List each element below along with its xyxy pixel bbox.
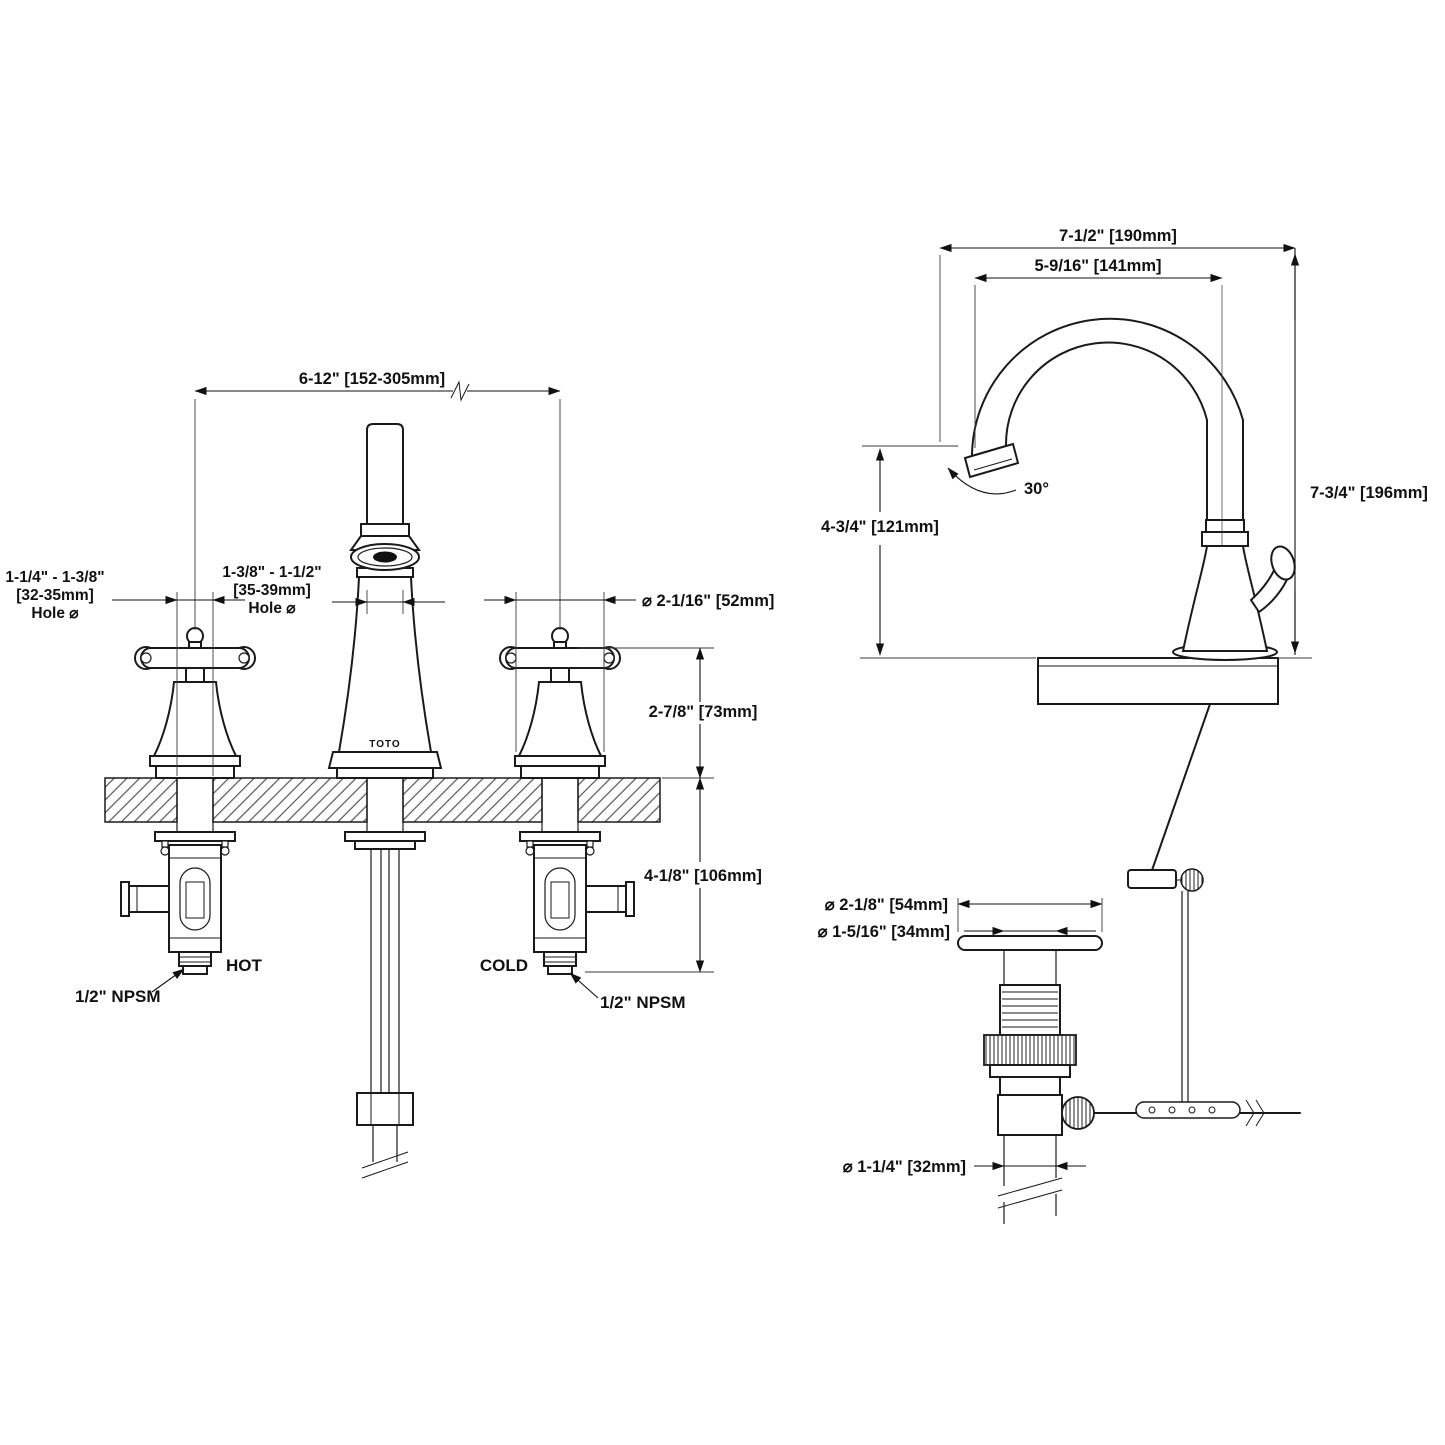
dim-angle-text: 30° [1024,480,1049,498]
hole-center-line3: Hole ⌀ [248,600,296,617]
counter-slab [1037,657,1279,705]
hot-handle-bell [152,681,238,757]
front-view: TOTO [5,370,774,1179]
lift-rod-linkage [1093,703,1301,1127]
drain-washer [989,1064,1071,1078]
dim-opening: ⌀ 1-5/16" [34mm] [818,923,1096,941]
adjustment-screw [1180,868,1204,892]
dim-reach-total: 7-1/2" [190mm] [939,227,1296,442]
dim-height-spout-text: 4-3/4" [121mm] [821,518,939,536]
drain-locknut [983,1034,1077,1066]
hot-valve [120,778,236,975]
countertop-section [104,777,661,823]
dim-above-deck-text: 2-7/8" [73mm] [649,703,758,721]
faucet-side [963,317,1296,661]
cold-valve [519,778,635,975]
cold-handle-bell [517,681,603,757]
spring-clip [1245,1099,1255,1127]
hole-center-line2: [35-39mm] [233,582,311,599]
brand-mark: TOTO [369,739,400,750]
dim-reach-total-text: 7-1/2" [190mm] [1059,227,1177,245]
dim-angle: 30° [947,467,1049,498]
dim-spread-text: 6-12" [152-305mm] [299,370,445,388]
npsm-right-label: 1/2" NPSM [600,993,686,1012]
clevis [1127,869,1177,889]
side-handle-knob [1270,545,1296,581]
dim-height-spout: 4-3/4" [121mm] [821,445,1036,659]
cold-inlet-port [585,885,627,913]
dim-handle-diameter: ⌀ 2-1/16" [52mm] [484,592,774,752]
dim-reach-aerator-text: 5-9/16" [141mm] [1034,257,1161,275]
gooseneck-spout [970,317,1244,521]
dim-opening-text: ⌀ 1-5/16" [34mm] [818,923,950,941]
npsm-left: 1/2" NPSM [75,968,185,1006]
dim-flange-text: ⌀ 2-1/8" [54mm] [825,896,948,914]
hole-left-line3: Hole ⌀ [31,605,79,622]
hot-label: HOT [226,956,263,975]
hole-left-line1: 1-1/4" - 1-3/8" [5,569,104,586]
dim-spread: 6-12" [152-305mm] [194,370,561,630]
dim-below-deck: 4-1/8" [106mm] [585,777,762,973]
drain-assembly [957,935,1103,1224]
hot-handle [134,627,256,779]
pivot-nut [1061,1096,1095,1130]
hole-center-line1: 1-3/8" - 1-1/2" [222,564,321,581]
pivot-housing [997,1094,1063,1136]
side-view: 7-1/2" [190mm] 5-9/16" [141mm] 7-3/4" [1… [818,227,1428,1224]
dim-handle-dia-text: ⌀ 2-1/16" [52mm] [642,592,774,610]
dim-hole-left: 1-1/4" - 1-3/8" [32-35mm] Hole ⌀ [5,569,245,776]
dim-below-deck-text: 4-1/8" [106mm] [644,867,762,885]
dim-hole-center: 1-3/8" - 1-1/2" [35-39mm] Hole ⌀ [222,564,445,617]
drain-flange [957,935,1103,951]
spout-front: TOTO [327,423,443,779]
dim-flange: ⌀ 2-1/8" [54mm] [825,896,1103,932]
hole-left-line2: [32-35mm] [16,587,94,604]
cold-label: COLD [480,956,528,975]
dim-tailpiece-text: ⌀ 1-1/4" [32mm] [843,1158,966,1176]
dim-above-deck: 2-7/8" [73mm] [578,647,758,779]
dim-tailpiece: ⌀ 1-1/4" [32mm] [843,1158,1086,1176]
spout-body [337,576,433,753]
dim-height-total: 7-3/4" [196mm] [1276,248,1428,659]
npsm-right: 1/2" NPSM [569,972,686,1012]
hot-inlet-port [128,885,170,913]
spout-base-plate [336,767,434,779]
coupling-nut [356,1092,414,1126]
supply-tubes [344,778,426,1179]
cold-handle [499,627,621,779]
dim-reach-aerator: 5-9/16" [141mm] [974,257,1223,545]
dim-height-total-text: 7-3/4" [196mm] [1310,484,1428,502]
extension-bar [1135,1101,1241,1119]
npsm-left-label: 1/2" NPSM [75,987,161,1006]
